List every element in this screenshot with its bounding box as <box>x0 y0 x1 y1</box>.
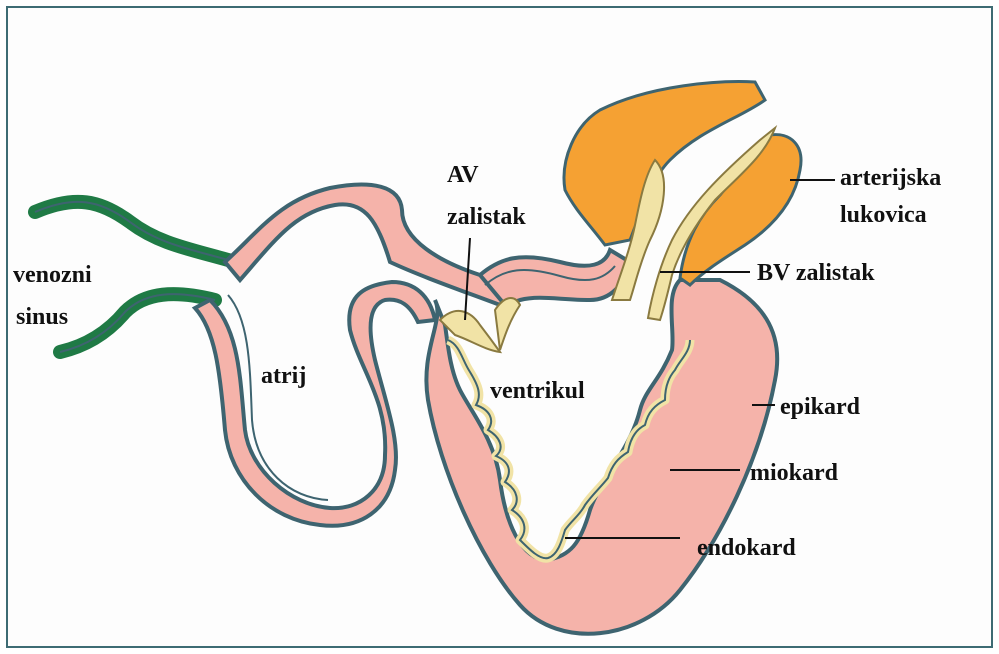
label-venous-line2: sinus <box>16 304 68 330</box>
label-venous-line1: venozni <box>13 262 92 288</box>
label-arterial-line1: arterijska <box>840 165 941 191</box>
label-av-line1: AV <box>447 162 479 188</box>
ventricle-upper-wall <box>480 250 630 305</box>
atrium-outer-wall <box>195 282 435 526</box>
label-myocardium: miokard <box>750 460 839 486</box>
label-av-line2: zalistak <box>447 204 526 230</box>
label-ventricle: ventrikul <box>490 378 585 404</box>
label-epicardium: epikard <box>780 394 861 420</box>
label-arterial-line2: lukovica <box>840 202 927 228</box>
label-bv-valve: BV zalistak <box>757 260 875 286</box>
label-endocardium: endokard <box>697 535 796 561</box>
label-atrium: atrij <box>261 363 306 389</box>
